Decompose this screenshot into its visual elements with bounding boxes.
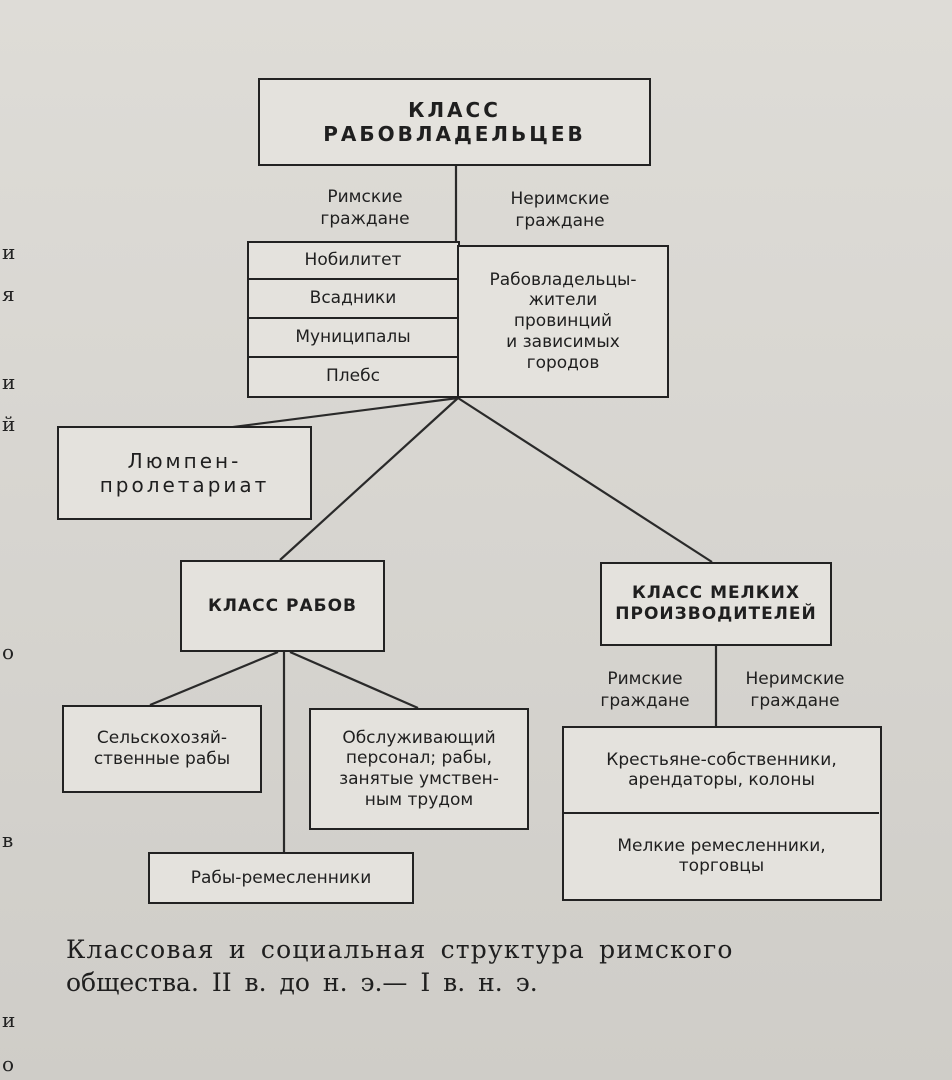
- group-municipals: Муниципалы: [249, 319, 457, 358]
- service-line: Обслуживающий: [342, 727, 496, 748]
- nonroman-label-line2: граждане: [515, 211, 605, 232]
- figure-caption: Классовая и социальная структура римског…: [66, 934, 866, 999]
- service-line: занятые умствен-: [339, 769, 499, 789]
- connector-to-lumpen: [209, 396, 459, 432]
- producers-nonroman-label: Неримские граждане: [724, 668, 866, 712]
- connector-to-slaves: [279, 397, 459, 561]
- connector-to-producers: [457, 397, 713, 563]
- group-peasants: Крестьяне-собственники, арендаторы, коло…: [564, 728, 879, 814]
- margin-glyph: и: [2, 1008, 16, 1032]
- provincial-line: провинций: [513, 311, 613, 332]
- group-equestrians: Всадники: [249, 280, 457, 319]
- caption-line1: Классовая и социальная структура римског…: [66, 935, 734, 964]
- producers-nonroman-line1: Неримские: [745, 669, 845, 689]
- agricultural-line2: ственные рабы: [93, 749, 231, 769]
- producers-roman-line1: Римские: [607, 669, 683, 689]
- provincial-line: городов: [526, 352, 600, 373]
- caption-line2: общества. II в. до н. э.— I в. н. э.: [66, 967, 538, 997]
- provincial-slaveowners-box: Рабовладельцы- жители провинций и зависи…: [457, 245, 669, 398]
- connector-to-service: [289, 650, 419, 710]
- group-plebs: Плебс: [326, 366, 380, 387]
- small-producers-line1: КЛАСС МЕЛКИХ: [632, 583, 800, 604]
- roman-label-line1: Римские: [327, 187, 403, 207]
- margin-glyph: я: [2, 282, 15, 306]
- small-producers-class-box: КЛАСС МЕЛКИХ ПРОИЗВОДИТЕЛЕЙ: [600, 562, 832, 646]
- peasants-line2: арендаторы, колоны: [628, 770, 815, 790]
- roman-citizens-label: Римские граждане: [300, 186, 430, 230]
- peasants-line1: Крестьяне-собственники,: [606, 749, 837, 770]
- producers-nonroman-line2: граждане: [750, 691, 840, 712]
- group-craftsmen: Мелкие ремесленники, торговцы: [564, 814, 879, 898]
- margin-glyph: й: [2, 412, 16, 436]
- service-line: персонал; рабы,: [345, 748, 493, 769]
- service-slaves-box: Обслуживающий персонал; рабы, занятые ум…: [309, 708, 529, 830]
- margin-glyph: в: [2, 828, 14, 852]
- slaveowners-class-line1: КЛАСС: [408, 97, 501, 122]
- provincial-line: и зависимых: [506, 331, 620, 352]
- producers-roman-line2: граждане: [600, 691, 690, 712]
- artisan-slaves-label: Рабы-ремесленники: [190, 867, 372, 888]
- craftsmen-line2: торговцы: [678, 856, 765, 876]
- lumpen-line2: пролетариат: [99, 473, 270, 497]
- slaveowners-class-box: КЛАСС РАБОВЛАДЕЛЬЦЕВ: [258, 78, 651, 166]
- margin-glyph: о: [2, 640, 15, 664]
- provincial-line: Рабовладельцы-: [489, 269, 637, 290]
- margin-glyph: о: [2, 1052, 15, 1076]
- connector-to-agricultural: [149, 650, 279, 707]
- slaves-class-label: КЛАСС РАБОВ: [207, 595, 358, 616]
- provincial-line: жители: [528, 290, 598, 311]
- nonroman-citizens-label: Неримские граждане: [480, 188, 640, 232]
- producer-groups-table: Крестьяне-собственники, арендаторы, коло…: [562, 726, 882, 901]
- craftsmen-line1: Мелкие ремесленники,: [617, 835, 826, 856]
- nonroman-label-line1: Неримские: [510, 189, 610, 209]
- slaves-class-box: КЛАСС РАБОВ: [180, 560, 385, 652]
- roman-groups-table: Нобилитет Всадники Муниципалы Плебс: [247, 241, 460, 398]
- artisan-slaves-box: Рабы-ремесленники: [148, 852, 414, 904]
- small-producers-line2: ПРОИЗВОДИТЕЛЕЙ: [615, 604, 817, 624]
- margin-glyph: и: [2, 240, 16, 264]
- producers-roman-label: Римские граждане: [585, 668, 705, 712]
- group-nobility: Нобилитет: [249, 243, 457, 280]
- slaveowners-class-line2: РАБОВЛАДЕЛЬЦЕВ: [323, 122, 586, 146]
- service-line: ным трудом: [364, 789, 474, 810]
- agricultural-line1: Сельскохозяй-: [96, 728, 228, 749]
- margin-glyph: и: [2, 370, 16, 394]
- lumpen-proletariat-box: Люмпен- пролетариат: [57, 426, 312, 520]
- lumpen-line1: Люмпен-: [127, 448, 242, 473]
- agricultural-slaves-box: Сельскохозяй- ственные рабы: [62, 705, 262, 793]
- roman-label-line2: граждане: [320, 209, 410, 230]
